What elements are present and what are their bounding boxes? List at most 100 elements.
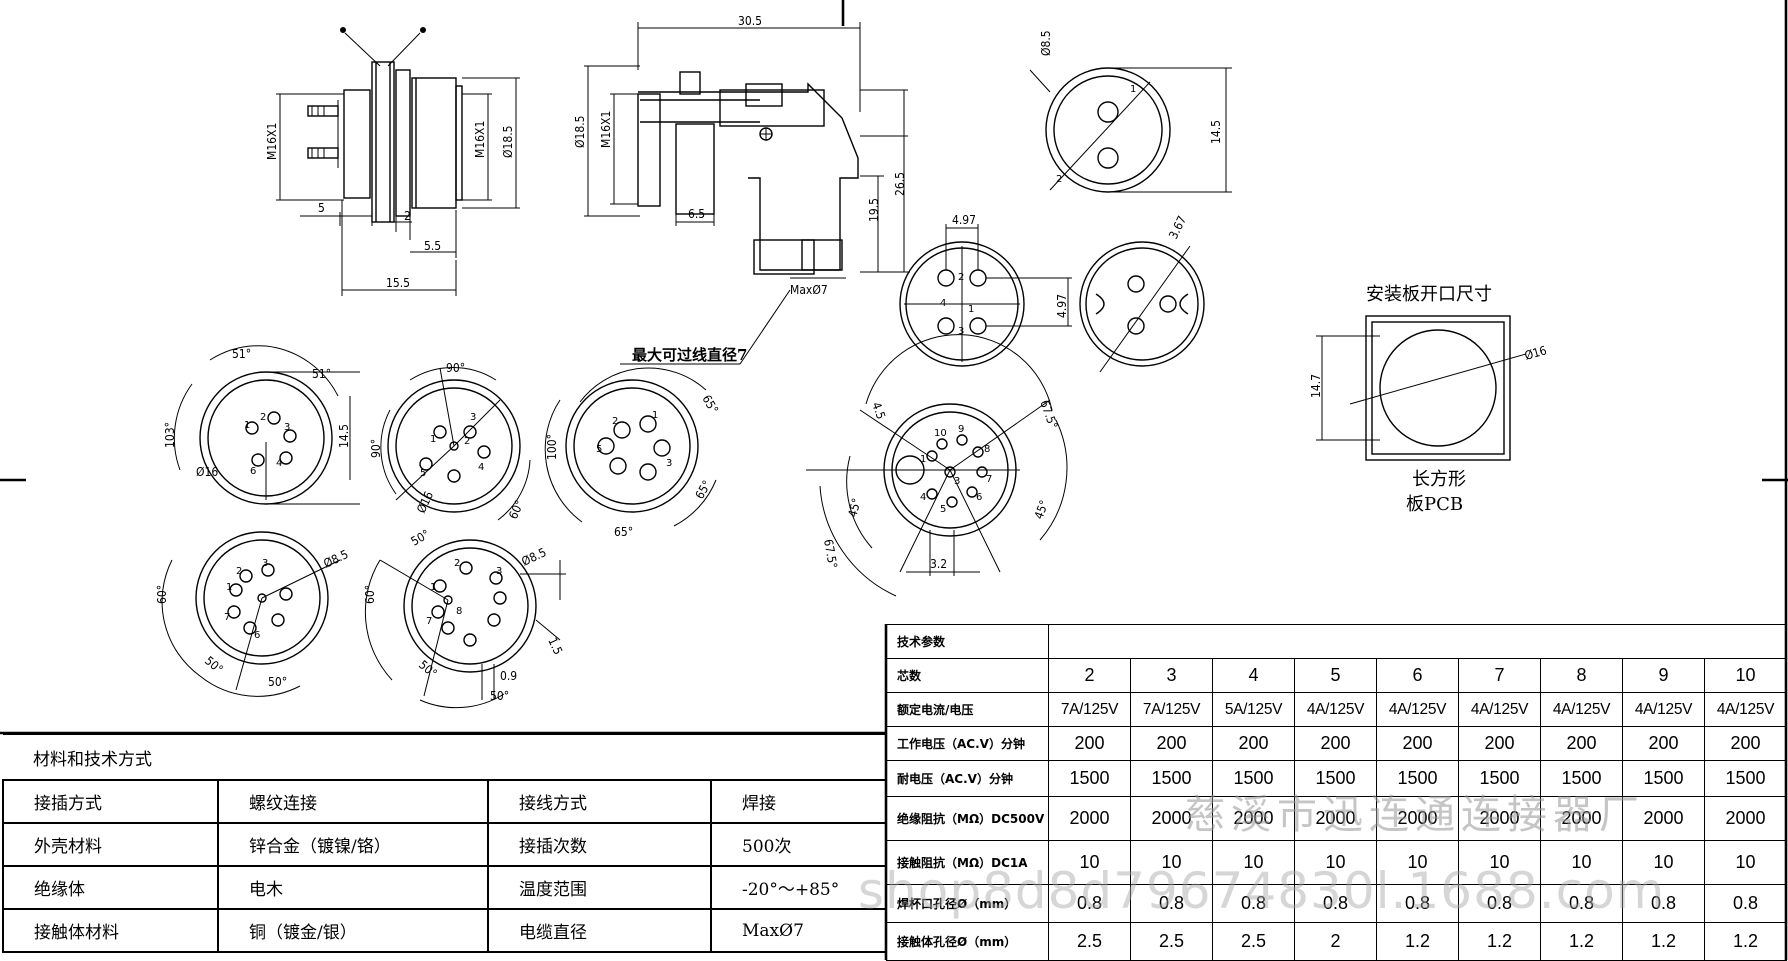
angle-50-9pin-c: 50°: [490, 689, 509, 703]
dim-30-5: 30.5: [738, 14, 762, 28]
svg-text:5: 5: [940, 504, 946, 515]
dim-0-9: 0.9: [500, 669, 517, 683]
panel-caption-2: 板PCB: [1406, 494, 1463, 515]
svg-text:4: 4: [276, 458, 282, 469]
front-view-7pin: 65° 65° 65° 100° 213 5: [544, 367, 721, 539]
svg-text:5: 5: [596, 444, 602, 455]
dim-14-5-front: 14.5: [1209, 120, 1223, 144]
side-view-receptacle: M16X1 M16X1 Ø18.5 5 2 5.5 15.5: [265, 27, 520, 296]
svg-text:3: 3: [954, 476, 960, 487]
angle-100: 100°: [545, 434, 559, 460]
svg-text:7: 7: [224, 612, 230, 623]
dim-15-5: 15.5: [386, 276, 410, 290]
dim-cable-diameter: Ø18.5: [573, 115, 587, 148]
specs-heading: 技术参数: [886, 624, 1049, 659]
angle-60-6pin: 60°: [506, 498, 527, 521]
svg-text:8: 8: [456, 606, 462, 617]
panel-height: 14.7: [1309, 374, 1323, 398]
table-row: 绝缘体电木 温度范围-20°～+85°: [2, 865, 887, 910]
front-view-4pin: 2 4 13 4.97 4.97: [899, 213, 1072, 367]
svg-text:4: 4: [940, 298, 946, 309]
angle-60-8pin: 60°: [155, 585, 169, 604]
dim-8-5-front: Ø8.5: [1039, 30, 1053, 56]
svg-text:2: 2: [612, 416, 618, 427]
table-row: 技术参数: [886, 624, 1788, 659]
angle-60-9pin: 60°: [363, 585, 377, 604]
svg-text:2: 2: [1056, 174, 1062, 185]
svg-text:6: 6: [250, 466, 256, 477]
cable-plug-view: 30.5 Ø18.5 M16X1 6.5 19.5 26.5 MaxØ7: [573, 14, 910, 297]
svg-text:3: 3: [496, 566, 502, 577]
angle-67-5-a: 67.5°: [1037, 398, 1060, 430]
front-view-8pin: 60° 50° 50° Ø8.5 231 76: [155, 531, 351, 697]
panel-caption-1: 长方形: [1412, 469, 1466, 490]
angle-4-5: 4.5: [869, 400, 888, 421]
svg-text:4: 4: [478, 462, 484, 473]
dim-4-97-side: 4.97: [1055, 294, 1069, 318]
angle-65-c: 65°: [614, 525, 633, 539]
svg-text:3: 3: [262, 558, 268, 569]
svg-text:5: 5: [420, 468, 426, 479]
dim-thread-left: M16X1: [265, 123, 279, 160]
svg-text:8: 8: [984, 444, 990, 455]
svg-text:6: 6: [254, 630, 260, 641]
svg-text:2: 2: [236, 566, 242, 577]
front-view-5pin: 14.5 51° 51° 103° Ø16 123 46: [163, 345, 360, 505]
angle-50-9pin-a: 50°: [409, 527, 433, 549]
angle-51-b: 51°: [312, 367, 331, 381]
dim-body-diameter: Ø18.5: [501, 125, 515, 158]
panel-title: 安装板开口尺寸: [1366, 284, 1492, 305]
svg-text:2: 2: [454, 558, 460, 569]
svg-text:4: 4: [920, 492, 926, 503]
dia-16-5pin: Ø16: [196, 465, 218, 479]
svg-text:3: 3: [284, 422, 290, 433]
svg-text:1: 1: [244, 420, 250, 431]
dim-max-diameter: MaxØ7: [790, 283, 828, 297]
svg-text:3: 3: [470, 412, 476, 423]
svg-text:1: 1: [968, 304, 974, 315]
svg-text:2: 2: [260, 412, 266, 423]
dim-5: 5: [318, 201, 325, 215]
angle-45-a: 45°: [1032, 498, 1052, 521]
svg-text:10: 10: [934, 428, 947, 439]
svg-text:2: 2: [958, 272, 964, 283]
front-view-2pin: 14.5 Ø8.5 1 2: [1029, 30, 1232, 193]
angle-65-a: 65°: [699, 393, 721, 417]
dim-3-67: 3.67: [1166, 214, 1189, 242]
svg-text:3: 3: [666, 458, 672, 469]
svg-text:1: 1: [226, 582, 232, 593]
angle-50-9pin-b: 50°: [416, 658, 440, 681]
svg-text:7: 7: [986, 474, 992, 485]
dia-8-5-8pin: Ø8.5: [321, 547, 350, 571]
dim-14-5-5pin: 14.5: [337, 424, 351, 448]
svg-text:7: 7: [426, 616, 432, 627]
angle-90-side: 90°: [369, 439, 383, 458]
angle-50-8pin-b: 50°: [268, 675, 287, 689]
table-row: 接插方式螺纹连接 接线方式焊接: [2, 779, 887, 824]
dim-thread-right: M16X1: [473, 121, 487, 158]
svg-text:1: 1: [652, 410, 658, 421]
dia-16-6pin: Ø16: [414, 489, 436, 515]
svg-text:1: 1: [430, 582, 436, 593]
dia-8-5-9pin: Ø8.5: [519, 545, 548, 569]
svg-text:1: 1: [1130, 84, 1136, 95]
svg-text:3: 3: [958, 326, 964, 337]
dim-4-97-top: 4.97: [952, 213, 976, 227]
dim-2: 2: [404, 209, 411, 223]
svg-text:9: 9: [958, 424, 964, 435]
dim-3-2: 3.2: [930, 557, 947, 571]
cable-note: 最大可过线直径7: [620, 289, 791, 365]
panel-diameter: Ø16: [1523, 343, 1548, 363]
front-view-9pin: 60° 50° 50° 50° Ø8.5 0.9 1.5 231 78: [363, 527, 566, 709]
